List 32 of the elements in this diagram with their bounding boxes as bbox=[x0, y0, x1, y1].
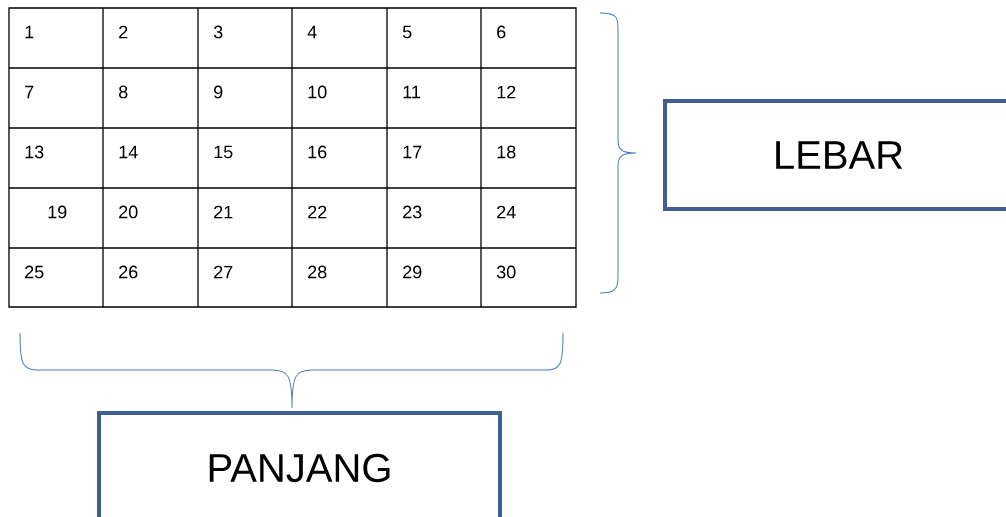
cell-number: 4 bbox=[307, 25, 317, 39]
cell-number: 18 bbox=[497, 145, 516, 159]
cell-number: 24 bbox=[497, 205, 516, 219]
cell-number: 26 bbox=[119, 265, 138, 279]
cell-number: 15 bbox=[214, 145, 233, 159]
label-box: PANJANG bbox=[97, 411, 502, 517]
cell-number: 23 bbox=[403, 205, 422, 219]
cell-number: 6 bbox=[497, 25, 506, 39]
cell-number: 1 bbox=[25, 25, 34, 39]
cell-number: 16 bbox=[308, 145, 327, 159]
cell-number: 28 bbox=[308, 265, 327, 279]
cell-number: 27 bbox=[214, 265, 233, 279]
cell-number: 30 bbox=[496, 265, 516, 279]
cell-number: 11 bbox=[403, 85, 420, 99]
cell-number: 12 bbox=[497, 85, 516, 99]
cell-number: 8 bbox=[119, 85, 128, 99]
cell-number: 22 bbox=[308, 205, 327, 219]
cell-number: 13 bbox=[25, 145, 44, 159]
cell-number: 25 bbox=[25, 265, 44, 279]
cell-number: 29 bbox=[403, 265, 422, 279]
cell-number: 20 bbox=[119, 205, 138, 219]
cell-number: 9 bbox=[214, 85, 223, 99]
cell-number: 7 bbox=[25, 85, 34, 99]
cell-number: 19 bbox=[48, 205, 67, 219]
cell-number: 2 bbox=[119, 25, 128, 39]
cell-number: 5 bbox=[402, 25, 412, 39]
cell-number: 21 bbox=[214, 205, 233, 219]
cell-number: 14 bbox=[119, 145, 138, 159]
cell-number: 3 bbox=[213, 25, 223, 39]
cell-number: 17 bbox=[403, 145, 422, 159]
cell-number: 10 bbox=[308, 85, 327, 99]
label-box: LEBAR bbox=[663, 99, 1006, 211]
